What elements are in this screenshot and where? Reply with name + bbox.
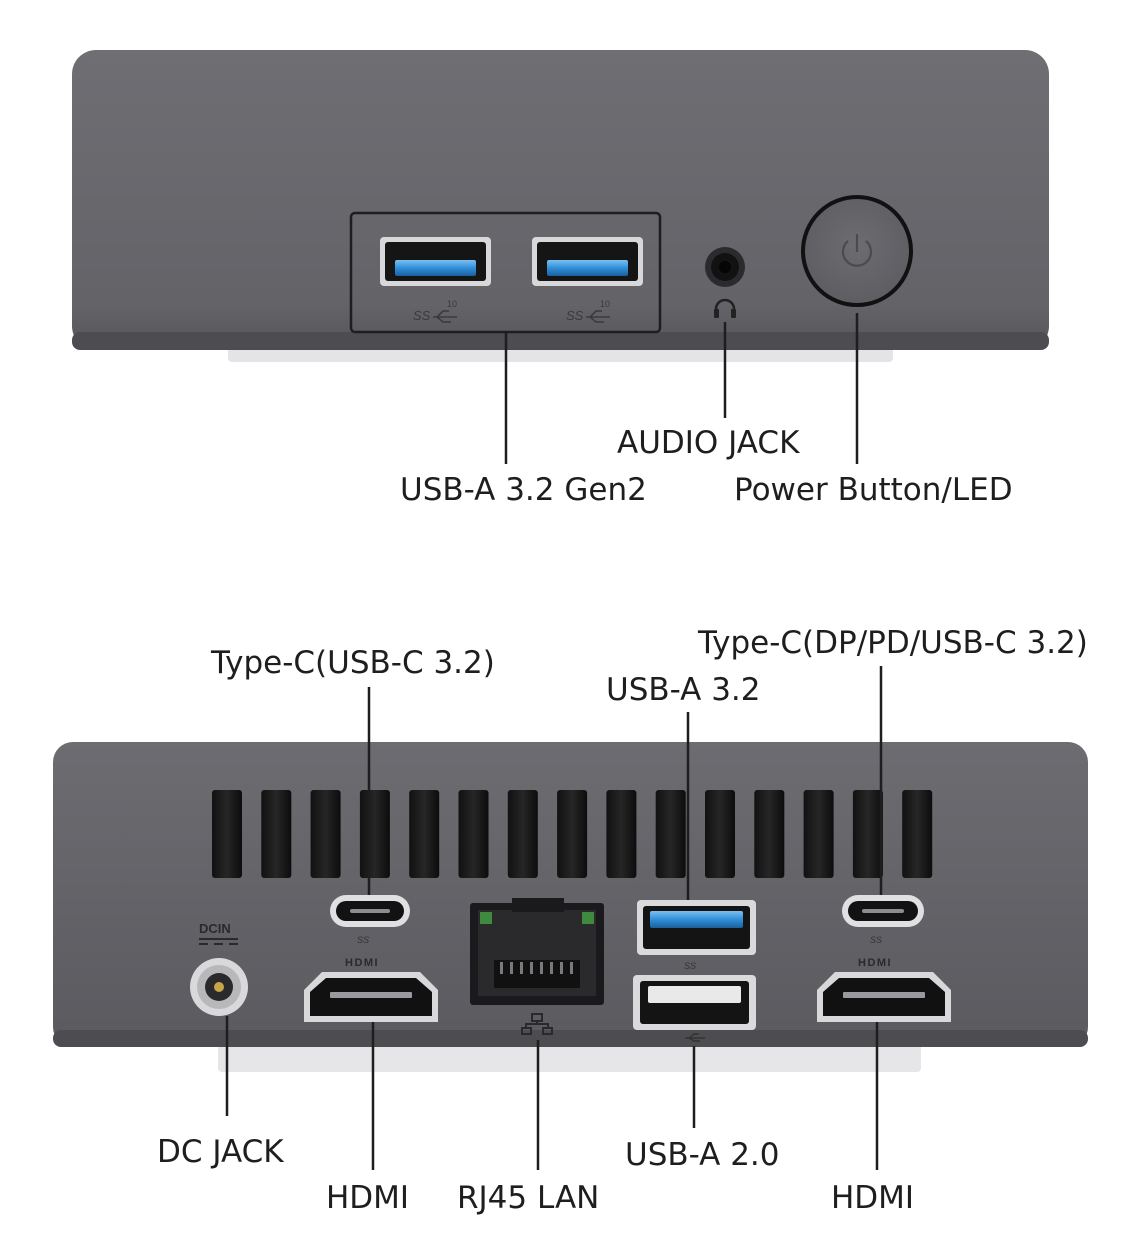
front-usb-a-port-2: SS 10	[532, 237, 643, 323]
rear-panel: DCIN SS HDMI	[53, 666, 1088, 1170]
label-hdmi-left: HDMI	[326, 1180, 410, 1216]
vent-slot	[803, 790, 834, 878]
label-usb-a-3-2: USB-A 3.2	[606, 672, 761, 708]
front-usb-ss-logo-2: SS	[566, 308, 584, 323]
rear-foot	[218, 1040, 921, 1072]
usbc-ss-logo-right: SS	[870, 935, 882, 945]
label-type-c-right: Type-C(DP/PD/USB-C 3.2)	[698, 625, 1088, 661]
usb-trident-icon	[685, 1033, 705, 1042]
label-hdmi-right: HDMI	[831, 1180, 915, 1216]
vent-slot	[852, 790, 883, 878]
front-usb-speed-1: 10	[447, 299, 457, 309]
vent-slot	[557, 790, 588, 878]
dcin-marking: DCIN	[199, 921, 231, 936]
usb-trident-icon	[433, 310, 457, 323]
vent-slot	[606, 790, 637, 878]
vent-slots	[212, 790, 933, 878]
vent-slot	[359, 790, 390, 878]
label-usb-a-2-0: USB-A 2.0	[625, 1137, 780, 1173]
vent-slot	[705, 790, 735, 878]
rear-chassis-bottom-edge	[53, 1030, 1088, 1047]
vent-slot	[212, 790, 242, 878]
power-icon	[841, 240, 873, 267]
headphone-icon	[714, 298, 736, 315]
label-type-c-left: Type-C(USB-C 3.2)	[211, 645, 495, 681]
vent-slot	[902, 790, 933, 878]
usbc-ss-logo-left: SS	[357, 935, 369, 945]
front-chassis	[72, 50, 1049, 350]
vent-slot	[754, 790, 785, 878]
dc-jack-port: DCIN	[190, 921, 248, 1016]
rear-type-c-port-left: SS	[330, 895, 410, 945]
vent-slot	[655, 790, 686, 878]
rear-usb-a-2-0-port	[633, 975, 756, 1042]
rear-hdmi-port-right: HDMI	[817, 957, 951, 1022]
vent-slot	[458, 790, 489, 878]
vent-slot	[409, 790, 440, 878]
power-button	[801, 195, 913, 307]
hdmi-logo-right: HDMI	[858, 957, 892, 969]
rear-usb-a-3-2-port: SS	[637, 900, 756, 971]
network-icon	[521, 1013, 553, 1035]
rear-hdmi-port-left: HDMI	[304, 957, 438, 1022]
vent-slot	[507, 790, 538, 878]
hdmi-logo-left: HDMI	[345, 957, 379, 969]
vent-slot	[261, 790, 292, 878]
front-chassis-bottom-edge	[72, 332, 1049, 350]
front-panel: SS 10 SS 10	[72, 50, 1049, 464]
label-usb-a-gen2: USB-A 3.2 Gen2	[400, 472, 647, 508]
front-usb-speed-2: 10	[600, 299, 610, 309]
label-rj45-lan: RJ45 LAN	[457, 1180, 600, 1216]
label-audio-jack: AUDIO JACK	[617, 425, 800, 461]
audio-jack-port	[705, 247, 745, 318]
front-usb-ss-logo-1: SS	[413, 308, 431, 323]
front-usb-a-port-1: SS 10	[380, 237, 491, 323]
rear-type-c-port-right: SS	[842, 895, 924, 945]
usb-trident-icon	[586, 310, 610, 323]
label-dc-jack: DC JACK	[157, 1134, 284, 1170]
rj45-port	[470, 898, 604, 1035]
label-power-button: Power Button/LED	[734, 472, 1013, 508]
vent-slot	[310, 790, 341, 878]
rear-usb-ss-logo: SS	[684, 961, 696, 971]
